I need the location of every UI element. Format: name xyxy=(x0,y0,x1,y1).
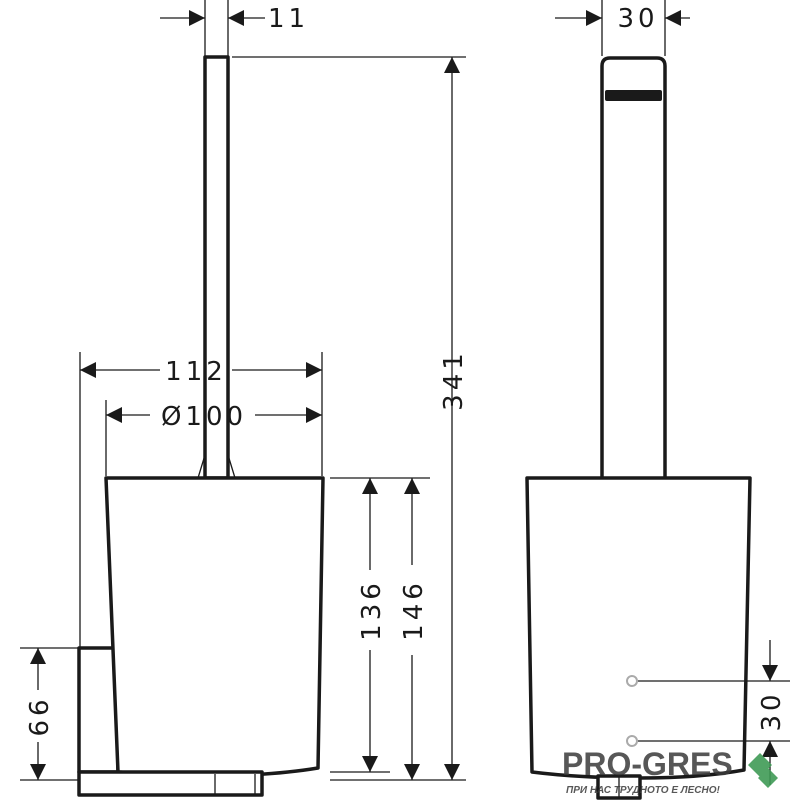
dim-overall-width: 112 xyxy=(165,357,227,387)
dim-cup-height-base: 146 xyxy=(399,579,429,641)
watermark-slogan: ПРИ НАС ТРУДНОТО Е ЛЕСНО! xyxy=(566,785,721,796)
dim-cup-height: 136 xyxy=(357,579,387,641)
side-handle xyxy=(600,56,667,478)
side-cup-body xyxy=(525,476,752,780)
front-view xyxy=(77,55,325,797)
brush-stem-lines xyxy=(197,454,236,479)
cup-body xyxy=(104,476,325,778)
dim-cup-diameter: Ø100 xyxy=(161,402,247,432)
dim-bracket-height: 66 xyxy=(25,695,55,736)
dimension-labels: 11 112 Ø100 30 341 136 146 66 30 xyxy=(25,4,787,737)
side-view xyxy=(525,56,752,800)
screw-hole-icon xyxy=(626,675,638,687)
watermark-diamond-icon xyxy=(748,753,778,788)
dim-total-height: 341 xyxy=(439,349,469,411)
handle-slot xyxy=(605,90,662,101)
screw-hole-icon xyxy=(626,735,638,747)
dim-side-depth: 30 xyxy=(617,4,658,34)
watermark-logo: PRO-GRES ПРИ НАС ТРУДНОТО Е ЛЕСНО! xyxy=(562,746,778,796)
dim-screw-spacing: 30 xyxy=(757,690,787,731)
watermark-brand: PRO-GRES xyxy=(562,746,733,782)
base-plate xyxy=(77,770,264,797)
dimension-lines xyxy=(20,0,790,785)
dim-handle-width: 11 xyxy=(268,4,309,34)
